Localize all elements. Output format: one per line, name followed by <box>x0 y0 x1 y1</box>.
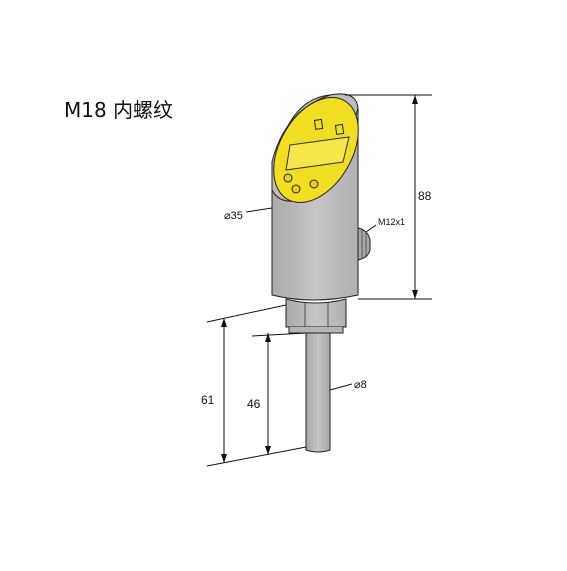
dim-connector-m12: M12x1 <box>378 217 405 227</box>
probe-stem <box>305 332 331 453</box>
m12-connector <box>357 227 371 261</box>
indicator-led-2 <box>334 123 345 135</box>
dim-height-88: 88 <box>418 189 432 203</box>
dim-length-61: 61 <box>201 393 215 407</box>
indicator-led-1 <box>313 118 324 130</box>
button-2 <box>291 184 301 194</box>
button-1 <box>283 173 293 183</box>
dim-length-46: 46 <box>247 397 261 411</box>
button-3 <box>309 179 319 189</box>
dim-diameter-8: ⌀8 <box>354 379 367 391</box>
hex-fitting <box>285 298 347 328</box>
diagram-title: M18 内螺纹 <box>64 98 174 122</box>
dim-diameter-35: ⌀35 <box>224 210 243 222</box>
display-screen <box>285 136 350 171</box>
